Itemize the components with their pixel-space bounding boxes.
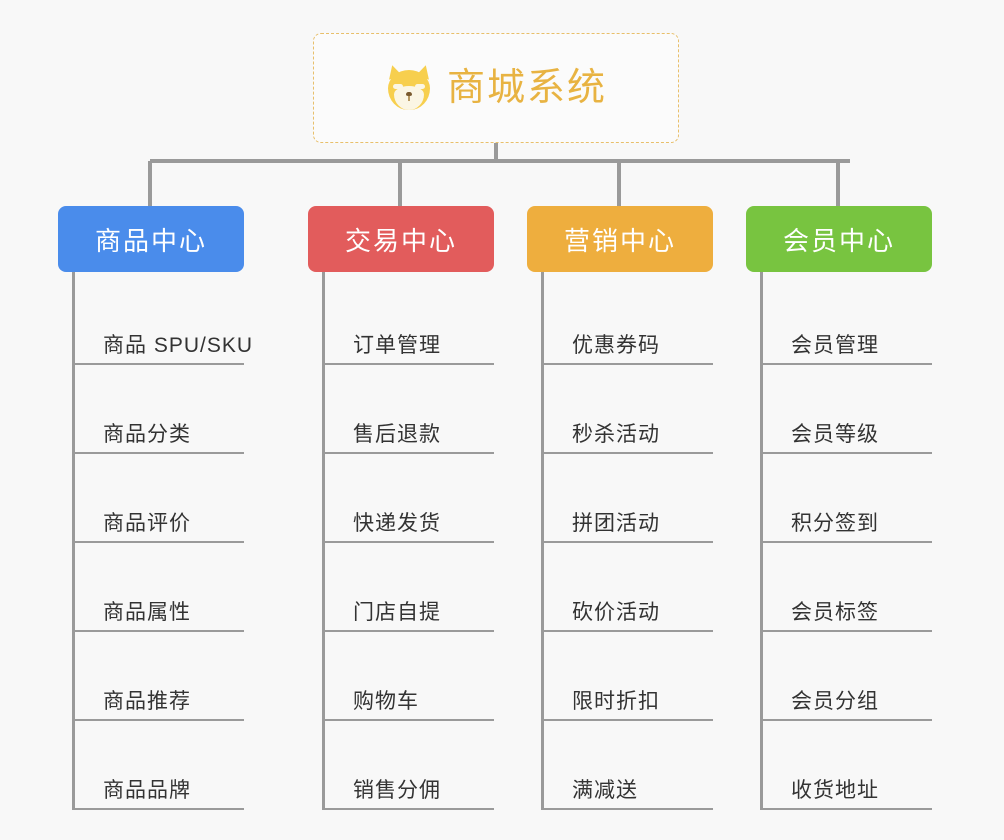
list-item[interactable]: 商品评价 (75, 454, 244, 543)
column-marketing-center: 营销中心 优惠券码 秒杀活动 拼团活动 砍价活动 限时折扣 满减送 (527, 206, 713, 810)
list-item-label: 商品 SPU/SKU (103, 333, 254, 357)
list-item[interactable]: 商品品牌 (75, 721, 244, 810)
list-item-label: 满减送 (572, 778, 638, 802)
connector-horizontal-bus (150, 159, 850, 163)
list-item-label: 会员等级 (791, 422, 879, 446)
list-item[interactable]: 门店自提 (325, 543, 494, 632)
list-item[interactable]: 商品推荐 (75, 632, 244, 721)
connector-branch-product-center (148, 161, 152, 206)
list-item-label: 砍价活动 (572, 600, 660, 624)
connector-branch-trade-center (398, 161, 402, 206)
list-item[interactable]: 秒杀活动 (544, 365, 713, 454)
list-item[interactable]: 商品分类 (75, 365, 244, 454)
list-item[interactable]: 商品属性 (75, 543, 244, 632)
category-header-trade-center[interactable]: 交易中心 (308, 206, 494, 272)
list-item[interactable]: 销售分佣 (325, 721, 494, 810)
category-header-label: 营销中心 (563, 225, 676, 256)
category-header-label: 交易中心 (344, 225, 457, 256)
list-item[interactable]: 购物车 (325, 632, 494, 721)
list-item[interactable]: 快递发货 (325, 454, 494, 543)
list-item-label: 秒杀活动 (572, 422, 660, 446)
leaf-list-trade-center: 订单管理 售后退款 快递发货 门店自提 购物车 销售分佣 (322, 272, 494, 810)
list-item[interactable]: 会员标签 (763, 543, 932, 632)
list-item-label: 订单管理 (353, 333, 441, 357)
category-header-marketing-center[interactable]: 营销中心 (527, 206, 713, 272)
leaf-list-member-center: 会员管理 会员等级 积分签到 会员标签 会员分组 收货地址 (760, 272, 932, 810)
list-item-label: 拼团活动 (572, 511, 660, 535)
list-item-label: 商品属性 (103, 600, 191, 624)
list-item[interactable]: 商品 SPU/SKU (75, 276, 252, 365)
list-item[interactable]: 积分签到 (763, 454, 932, 543)
list-item-label: 商品推荐 (103, 689, 191, 713)
connector-branch-member-center (836, 161, 840, 206)
leaf-list-product-center: 商品 SPU/SKU 商品分类 商品评价 商品属性 商品推荐 商品品牌 (72, 272, 252, 810)
list-item[interactable]: 会员等级 (763, 365, 932, 454)
list-item-label: 商品评价 (103, 511, 191, 535)
list-item-label: 收货地址 (791, 778, 879, 802)
list-item[interactable]: 会员管理 (763, 276, 932, 365)
list-item-label: 会员管理 (791, 333, 879, 357)
leaf-list-marketing-center: 优惠券码 秒杀活动 拼团活动 砍价活动 限时折扣 满减送 (541, 272, 713, 810)
root-node-mall-system[interactable]: 商城系统 (313, 33, 679, 143)
connector-branch-marketing-center (617, 161, 621, 206)
list-item[interactable]: 砍价活动 (544, 543, 713, 632)
list-item-label: 门店自提 (353, 600, 441, 624)
connector-root-stem (494, 143, 498, 163)
list-item-label: 优惠券码 (572, 333, 660, 357)
column-product-center: 商品中心 商品 SPU/SKU 商品分类 商品评价 商品属性 商品推荐 商品品牌 (58, 206, 252, 810)
list-item-label: 限时折扣 (572, 689, 660, 713)
list-item-label: 商品分类 (103, 422, 191, 446)
list-item-label: 商品品牌 (103, 778, 191, 802)
column-member-center: 会员中心 会员管理 会员等级 积分签到 会员标签 会员分组 收货地址 (746, 206, 932, 810)
list-item-label: 会员标签 (791, 600, 879, 624)
column-trade-center: 交易中心 订单管理 售后退款 快递发货 门店自提 购物车 销售分佣 (308, 206, 494, 810)
root-title: 商城系统 (446, 67, 607, 109)
list-item-label: 会员分组 (791, 689, 879, 713)
list-item[interactable]: 满减送 (544, 721, 713, 810)
category-header-label: 会员中心 (782, 225, 895, 256)
root-node-content: 商城系统 (385, 63, 607, 112)
list-item[interactable]: 优惠券码 (544, 276, 713, 365)
list-item-label: 销售分佣 (353, 778, 441, 802)
list-item-label: 积分签到 (791, 511, 879, 535)
category-header-member-center[interactable]: 会员中心 (746, 206, 932, 272)
list-item[interactable]: 拼团活动 (544, 454, 713, 543)
list-item[interactable]: 限时折扣 (544, 632, 713, 721)
category-header-label: 商品中心 (94, 225, 207, 256)
list-item-label: 快递发货 (353, 511, 441, 535)
list-item-label: 售后退款 (353, 422, 441, 446)
list-item[interactable]: 售后退款 (325, 365, 494, 454)
shiba-dog-icon (385, 63, 433, 112)
list-item-label: 购物车 (353, 689, 419, 713)
list-item[interactable]: 会员分组 (763, 632, 932, 721)
category-header-product-center[interactable]: 商品中心 (58, 206, 244, 272)
list-item[interactable]: 收货地址 (763, 721, 932, 810)
list-item[interactable]: 订单管理 (325, 276, 494, 365)
